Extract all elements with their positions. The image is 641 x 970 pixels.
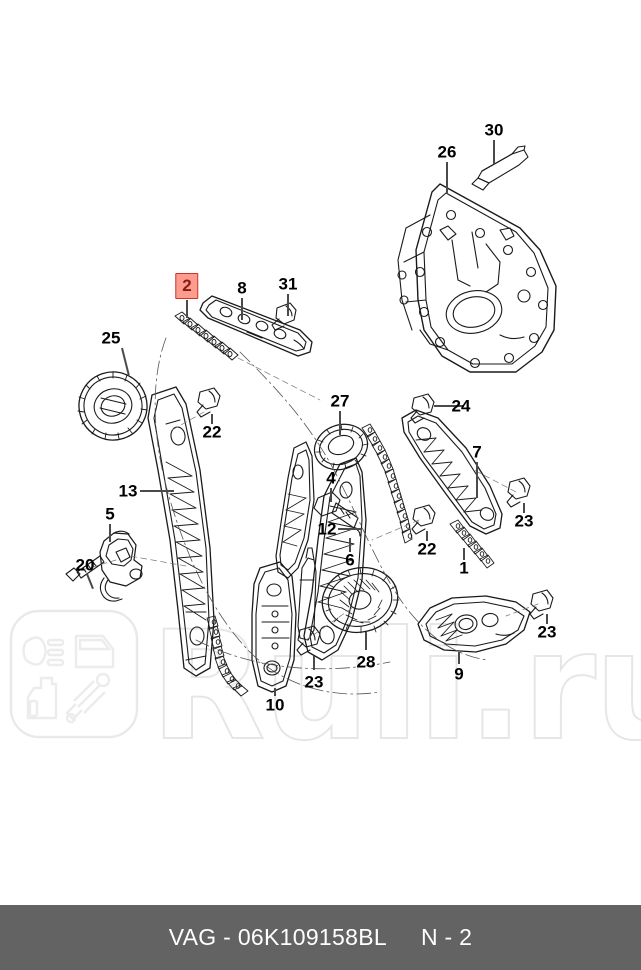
part-timing-cover: [397, 183, 557, 373]
callout-label-5[interactable]: 5: [105, 504, 115, 524]
part-chain-tensioner: [99, 530, 143, 602]
leader-line-12: [338, 528, 362, 530]
part-bolt-23-mid: [296, 625, 321, 656]
callout-label-9[interactable]: 9: [454, 664, 464, 684]
part-bolt-24: [410, 393, 435, 424]
callout-label-23c[interactable]: 23: [304, 672, 324, 692]
leader-line-23c: [313, 656, 315, 670]
callout-label-6[interactable]: 6: [345, 550, 355, 570]
part-sealant-applicator: [297, 547, 317, 641]
callout-label-26[interactable]: 26: [437, 142, 457, 162]
part-chain-guide-rail-lower: [251, 561, 297, 693]
leader-line-6: [349, 538, 351, 552]
part-guide-fragment-left: [275, 441, 315, 579]
leader-line-23a: [523, 503, 525, 513]
part-bolt-20: [65, 555, 105, 582]
part-bolt-22-upper: [196, 387, 221, 418]
leader-line-9: [458, 652, 460, 664]
leader-line-22b: [426, 531, 428, 541]
part-chain-center: [361, 423, 413, 544]
part-bolt-31: [271, 302, 297, 331]
leader-line-8: [241, 298, 243, 320]
leader-line-28: [365, 632, 367, 650]
leader-line-26: [446, 162, 448, 194]
part-bolt-23-lower: [529, 589, 554, 620]
part-sealant-tube: [471, 145, 529, 191]
page-reference-text: N - 2: [420, 924, 473, 950]
callout-label-10[interactable]: 10: [265, 695, 285, 715]
callout-label-2[interactable]: 2: [175, 273, 199, 299]
part-camshaft-sprocket: [77, 371, 148, 441]
callout-label-13[interactable]: 13: [118, 481, 138, 501]
leader-line-4: [330, 488, 332, 502]
leader-line-23b: [546, 614, 548, 624]
leader-line-5: [109, 524, 111, 542]
leader-line-13: [140, 490, 174, 492]
callout-label-28[interactable]: 28: [356, 652, 376, 672]
part-crankshaft-sprocket: [321, 566, 400, 634]
callout-label-25[interactable]: 25: [101, 328, 121, 348]
part-bolt-22-lower: [411, 504, 436, 535]
callout-label-12[interactable]: 12: [317, 519, 337, 539]
callout-label-4[interactable]: 4: [326, 468, 336, 488]
part-tensioner-rail: [401, 409, 503, 535]
part-chain-loop-lower: [206, 615, 249, 697]
leader-line-1: [463, 548, 465, 560]
callout-label-20[interactable]: 20: [75, 555, 95, 575]
leader-line-31: [287, 294, 289, 316]
leader-line-10: [274, 688, 276, 696]
callout-label-27[interactable]: 27: [330, 391, 350, 411]
leader-dotted-lines: [81, 357, 539, 641]
part-number-text: VAG - 06K109158BL: [168, 924, 387, 950]
callout-label-8[interactable]: 8: [237, 278, 247, 298]
callout-label-24[interactable]: 24: [451, 396, 471, 416]
part-timing-chain-lower: [449, 519, 495, 569]
part-intermediate-sprocket: [313, 423, 369, 471]
callout-label-31[interactable]: 31: [278, 274, 298, 294]
timing-chain-diagram: [65, 145, 557, 697]
callout-label-1[interactable]: 1: [459, 558, 469, 578]
leader-line-7: [476, 462, 478, 498]
leader-line-30: [493, 140, 495, 164]
callout-label-30[interactable]: 30: [484, 120, 504, 140]
leader-line-24: [434, 405, 464, 407]
part-timing-chain-upper: [174, 311, 239, 361]
leader-line-2: [186, 300, 188, 318]
callout-label-22b[interactable]: 22: [417, 539, 437, 559]
callout-label-7[interactable]: 7: [472, 442, 482, 462]
part-oil-pump-sprocket-cover: [417, 595, 531, 653]
leader-line-27: [339, 411, 341, 435]
part-bolt-23-upper: [506, 477, 531, 508]
chain-path-centerline: [154, 337, 489, 695]
leader-line-22: [211, 414, 213, 424]
callout-label-23b[interactable]: 23: [537, 622, 557, 642]
callout-label-23a[interactable]: 23: [514, 511, 534, 531]
footer-bar: VAG - 06K109158BL N - 2: [0, 905, 641, 970]
part-chain-guide-mid: [303, 457, 367, 661]
callout-label-22[interactable]: 22: [202, 422, 222, 442]
